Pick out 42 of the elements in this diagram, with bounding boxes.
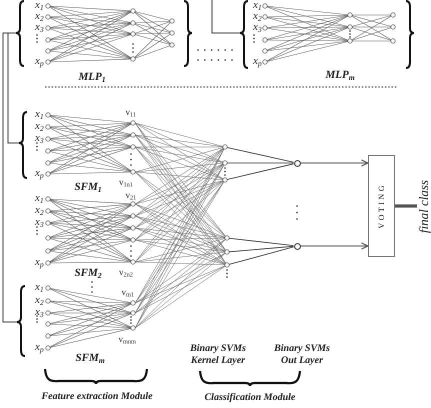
input-label: x$_{3}$ (35, 307, 44, 319)
neuron-label: v$_{mnm}$ (118, 334, 136, 344)
neuron-label: v$_{21}$ (126, 190, 136, 200)
input-label: x$_{2}$ (35, 121, 44, 133)
output-neuron (294, 242, 300, 250)
neuron-label: v$_{11}$ (126, 108, 136, 117)
input-label: x$_{3}$ (35, 217, 44, 229)
input-label: x$_{2}$ (35, 295, 44, 307)
output-label: final class (417, 180, 430, 233)
input-label: x$_{p}$ (253, 56, 262, 68)
layer-label: Binary SVMs Out Layer (273, 343, 331, 367)
input-label: x$_{2}$ (35, 11, 44, 23)
layer-label: Binary SVMs Kernel Layer (189, 343, 247, 367)
voting-box: VOTING (368, 155, 395, 257)
input-label: x$_{1}$ (35, 109, 44, 121)
input-label: x$_{3}$ (35, 22, 44, 34)
module-label: Feature extraction Module (42, 392, 153, 402)
network-label: MLP$_{m}$ (326, 70, 355, 82)
input-label: x$_{2}$ (253, 11, 262, 23)
network-label: SFM$_{1}$ (74, 182, 102, 194)
input-label: x$_{3}$ (253, 22, 262, 34)
input-label: x$_{2}$ (35, 205, 44, 217)
neuron-label: v$_{1n1}$ (119, 178, 133, 187)
input-label: x$_{p}$ (35, 168, 44, 180)
network-label: SFM$_{m}$ (76, 353, 105, 365)
input-label: x$_{1}$ (35, 282, 44, 294)
output-neuron (294, 160, 300, 166)
input-label: x$_{p}$ (35, 342, 44, 354)
input-label: x$_{p}$ (35, 257, 44, 269)
arrow (300, 242, 369, 250)
input-label: x$_{1}$ (35, 0, 44, 12)
connector-line (395, 204, 417, 208)
input-label: x$_{3}$ (35, 133, 44, 145)
neuron-label: v$_{2n2}$ (119, 268, 133, 277)
neuron-label: v$_{m1}$ (122, 288, 134, 297)
input-label: x$_{p}$ (35, 56, 44, 68)
network-label: SFM$_{2}$ (74, 268, 102, 280)
module-label: Classification Module (204, 392, 296, 403)
input-label: x$_{1}$ (253, 0, 262, 12)
network-label: MLP$_{1}$ (78, 72, 106, 84)
input-label: x$_{1}$ (35, 193, 44, 205)
arrow (300, 159, 369, 167)
